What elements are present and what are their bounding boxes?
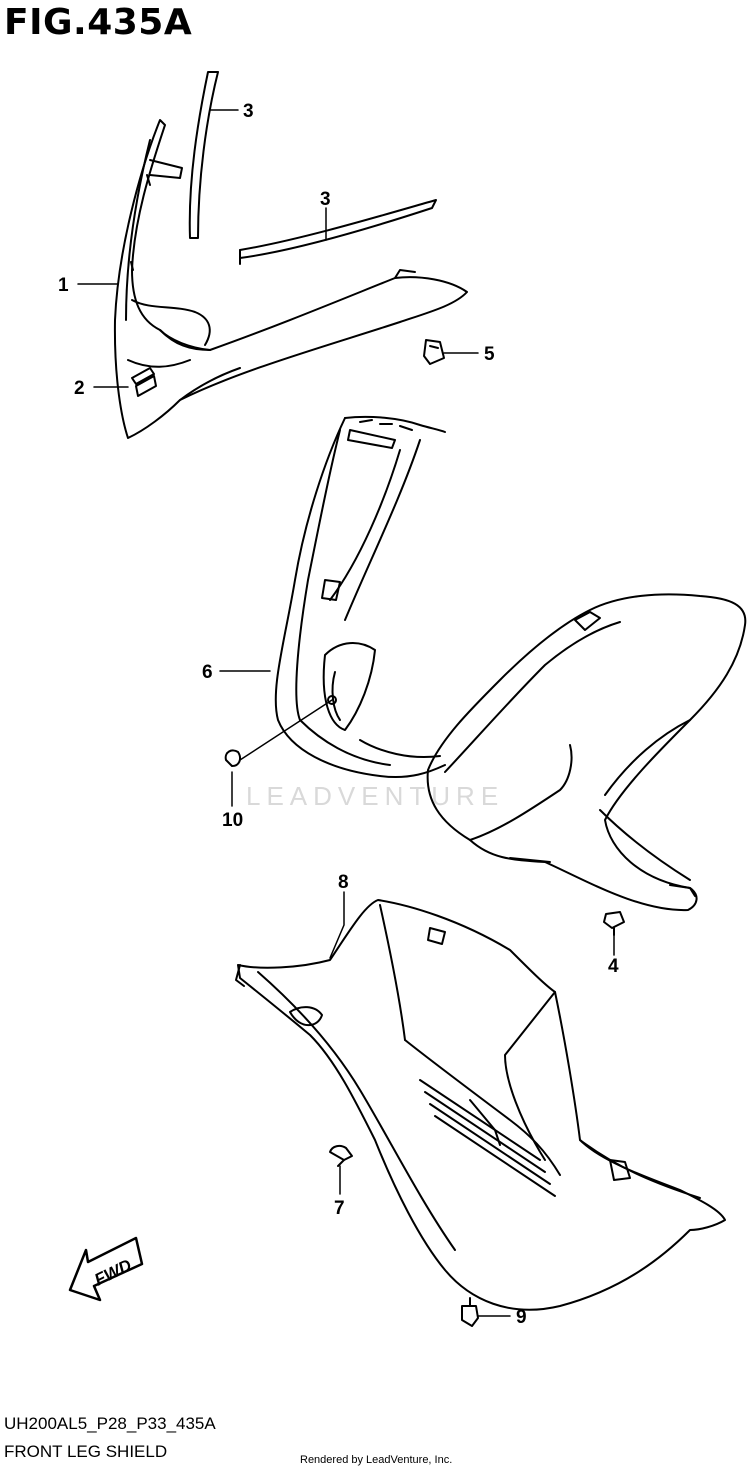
lower-leg-shield-part (235, 899, 726, 1311)
callout-4: 4 (608, 956, 619, 977)
part-code: UH200AL5_P28_P33_435A (4, 1414, 216, 1433)
callout-3-upper: 3 (243, 101, 254, 122)
trim-strip-horizontal (239, 199, 437, 265)
callout-2: 2 (74, 378, 85, 399)
leg-shield-outer-part (426, 593, 747, 912)
tapping-screw-part-7 (329, 1144, 353, 1167)
callout-6: 6 (202, 662, 213, 683)
leg-shield-inner-part (274, 415, 446, 779)
rivet-part-9 (461, 1297, 479, 1327)
grommet-part-10 (224, 749, 241, 767)
forward-arrow-icon: FWD (68, 1236, 144, 1302)
clip-part-5 (423, 339, 445, 365)
callout-1: 1 (58, 275, 69, 296)
watermark-text: LEADVENTURE (246, 781, 504, 811)
callout-5: 5 (484, 344, 495, 365)
render-credit: Rendered by LeadVenture, Inc. (300, 1454, 453, 1466)
part-name: FRONT LEG SHIELD (4, 1442, 168, 1461)
leader-lines (77, 109, 615, 1317)
trim-strip-vertical (188, 71, 219, 239)
front-cover-inner-part (113, 119, 468, 439)
screw-part-4 (603, 911, 625, 936)
callout-10: 10 (222, 810, 243, 831)
callout-3-lower: 3 (320, 189, 331, 210)
callout-9: 9 (516, 1307, 527, 1328)
figure-title: FIG.435A (4, 2, 193, 43)
callout-7: 7 (334, 1198, 345, 1219)
emblem-part (131, 367, 157, 397)
callout-8: 8 (338, 872, 349, 893)
